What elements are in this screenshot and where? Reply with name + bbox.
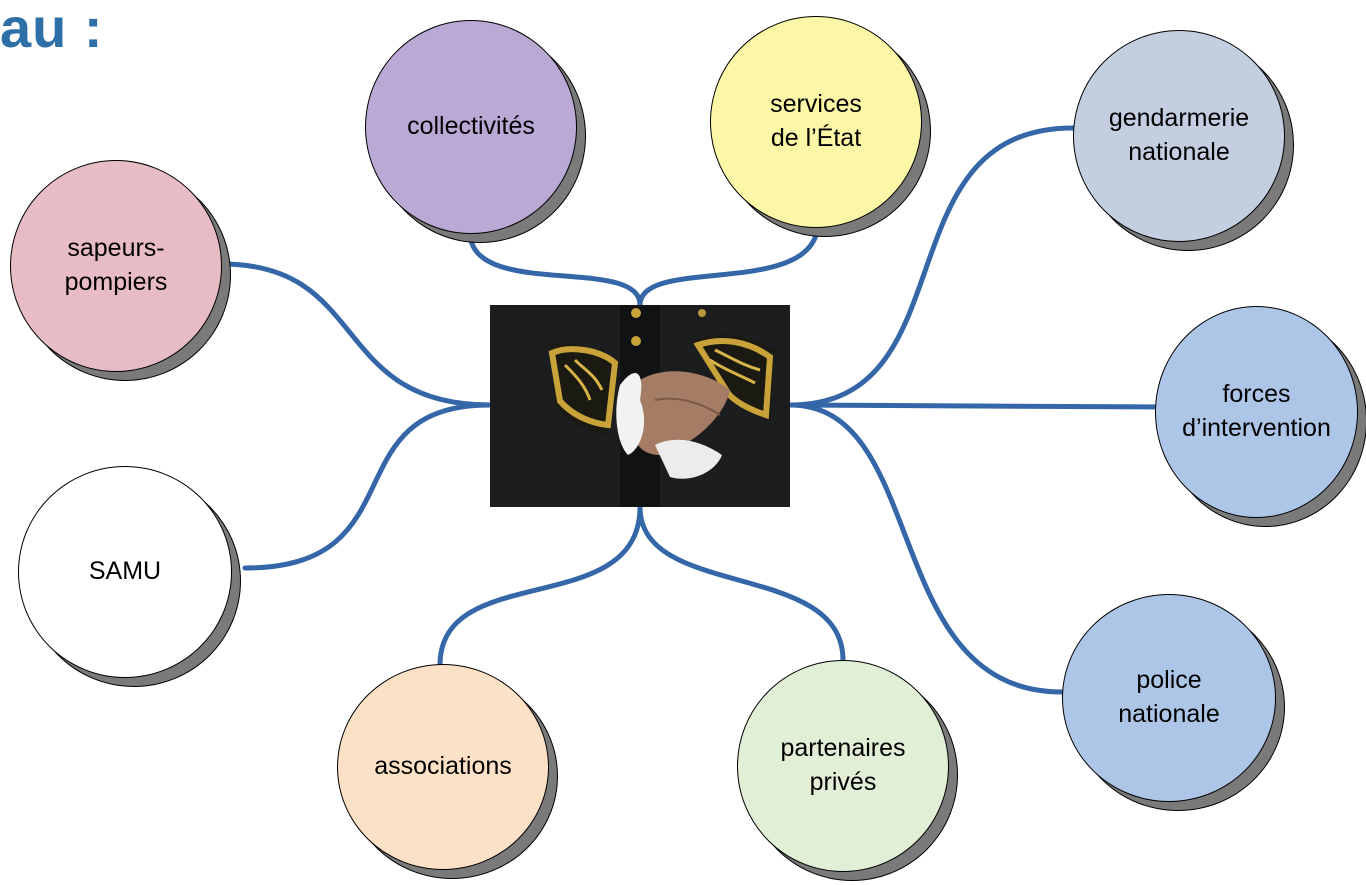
link-samu bbox=[242, 402, 493, 571]
node-services-etat: services de l’État bbox=[710, 16, 922, 228]
node-label: police nationale bbox=[1118, 666, 1220, 728]
node-police-nationale: police nationale bbox=[1062, 594, 1276, 802]
link-sapeurs-pompiers bbox=[219, 261, 493, 408]
node-sapeurs-pompiers: sapeurs- pompiers bbox=[10, 160, 222, 372]
node-label: gendarmerie nationale bbox=[1108, 104, 1250, 166]
center-photo bbox=[490, 305, 790, 507]
node-label: partenaires privés bbox=[780, 734, 906, 796]
node-label: associations bbox=[374, 752, 512, 781]
link-forces-intervention bbox=[787, 402, 1161, 410]
node-gendarmerie: gendarmerie nationale bbox=[1073, 30, 1285, 242]
link-police-nationale bbox=[787, 402, 1065, 695]
link-gendarmerie bbox=[787, 125, 1076, 408]
node-partenaires-prives: partenaires privés bbox=[737, 660, 949, 872]
link-collectivites bbox=[467, 229, 643, 308]
node-label: collectivités bbox=[407, 112, 535, 141]
page-title: au : bbox=[0, 0, 104, 59]
node-label: forces d’intervention bbox=[1182, 380, 1331, 442]
link-services-etat bbox=[637, 219, 821, 308]
node-collectivites: collectivités bbox=[365, 20, 577, 234]
node-label: SAMU bbox=[88, 557, 162, 586]
link-partenaires-prives bbox=[637, 504, 846, 663]
node-associations: associations bbox=[337, 664, 549, 870]
node-forces-intervention: forces d’intervention bbox=[1155, 306, 1358, 518]
node-label: sapeurs- pompiers bbox=[64, 234, 168, 296]
node-samu: SAMU bbox=[18, 466, 232, 678]
link-associations bbox=[437, 504, 643, 668]
node-label: services de l’État bbox=[770, 90, 862, 152]
